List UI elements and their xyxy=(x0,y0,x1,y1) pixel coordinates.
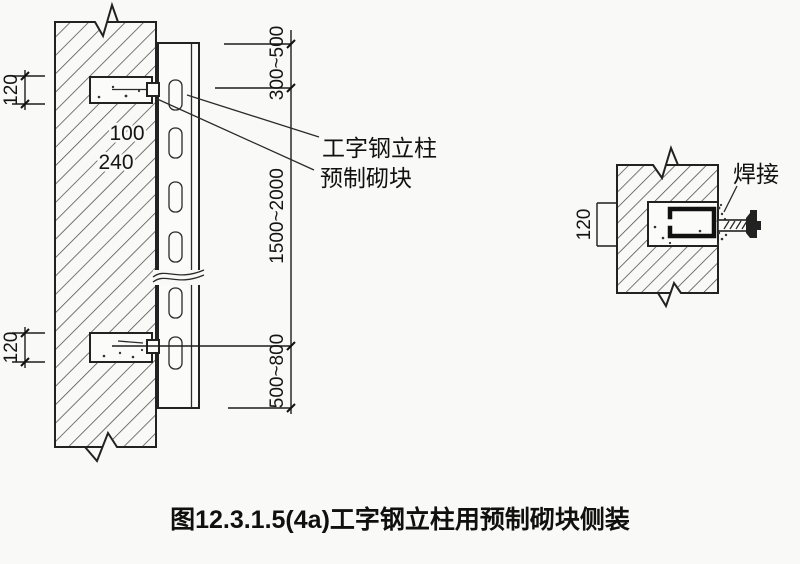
dim-500-800-label: 500~800 xyxy=(267,334,288,409)
dim-100-label: 100 xyxy=(109,122,144,145)
leader-line-weld xyxy=(723,185,738,213)
label-precast-block: 预制砌块 xyxy=(320,165,412,191)
label-steel-column: 工字钢立柱 xyxy=(322,135,437,161)
dim-120-bottom-label: 120 xyxy=(1,332,22,364)
dim-240-label: 240 xyxy=(98,151,133,174)
dim-tick xyxy=(286,39,296,49)
vertical-dimension-chain: 300~500 1500~2000 500~800 xyxy=(112,26,296,414)
dim-300-500-label: 300~500 xyxy=(267,26,288,101)
leader-line-column xyxy=(186,94,320,138)
channel-cross-section xyxy=(667,206,717,239)
wall-break-top-icon xyxy=(94,1,119,39)
channel-body xyxy=(157,42,200,409)
channel-slot xyxy=(168,336,183,370)
wall-break-bottom-mask xyxy=(85,433,117,461)
detail-dim-120-label: 120 xyxy=(574,209,595,241)
detail-dim-120: 120 xyxy=(574,202,616,247)
channel-slot xyxy=(168,127,183,159)
dim-120-top-label: 120 xyxy=(1,74,22,106)
dim-tick xyxy=(286,403,296,413)
dim-120-bottom: 120 xyxy=(1,327,45,368)
channel-break-icon xyxy=(152,274,205,283)
steel-column-stub xyxy=(717,210,761,238)
stub-tip xyxy=(757,221,761,230)
dim-tick xyxy=(20,357,30,367)
stub-flange-wedge xyxy=(746,213,750,238)
channel-column xyxy=(152,42,205,409)
channel-slot xyxy=(168,79,183,111)
precast-block-bottom-body xyxy=(89,332,153,363)
anchor-tab xyxy=(146,82,160,97)
precast-block-top xyxy=(89,76,160,104)
dim-tick xyxy=(20,71,30,81)
dim-tick xyxy=(20,328,30,338)
channel-slot xyxy=(168,287,183,319)
weld-detail-view: 120 焊接 xyxy=(574,145,779,309)
detail-break-bottom-mask xyxy=(658,283,681,306)
wall-break-bottom-icon xyxy=(84,430,118,463)
stub-flange xyxy=(750,210,757,238)
label-weld: 焊接 xyxy=(733,161,779,187)
dim-120-top: 120 xyxy=(1,70,45,110)
wall-break-top-mask xyxy=(95,4,118,36)
dim-tick xyxy=(286,83,296,93)
channel-slot xyxy=(168,181,183,213)
leader-line-block xyxy=(154,97,315,171)
detail-break-bottom-icon xyxy=(657,280,682,309)
precast-block-bottom xyxy=(89,332,160,363)
detail-break-top-icon xyxy=(652,145,679,181)
channel-slot xyxy=(168,231,183,263)
dim-tick xyxy=(286,341,296,351)
dim-1500-2000-label: 1500~2000 xyxy=(267,168,288,264)
channel-break-icon xyxy=(152,269,205,278)
figure-caption: 图12.3.1.5(4a)工字钢立柱用预制砌块侧装 xyxy=(170,505,630,534)
dim-tick xyxy=(20,99,30,109)
block-texture-line xyxy=(117,340,144,344)
main-elevation-view: 120 120 100 240 300~500 1500~2000 xyxy=(1,1,437,463)
